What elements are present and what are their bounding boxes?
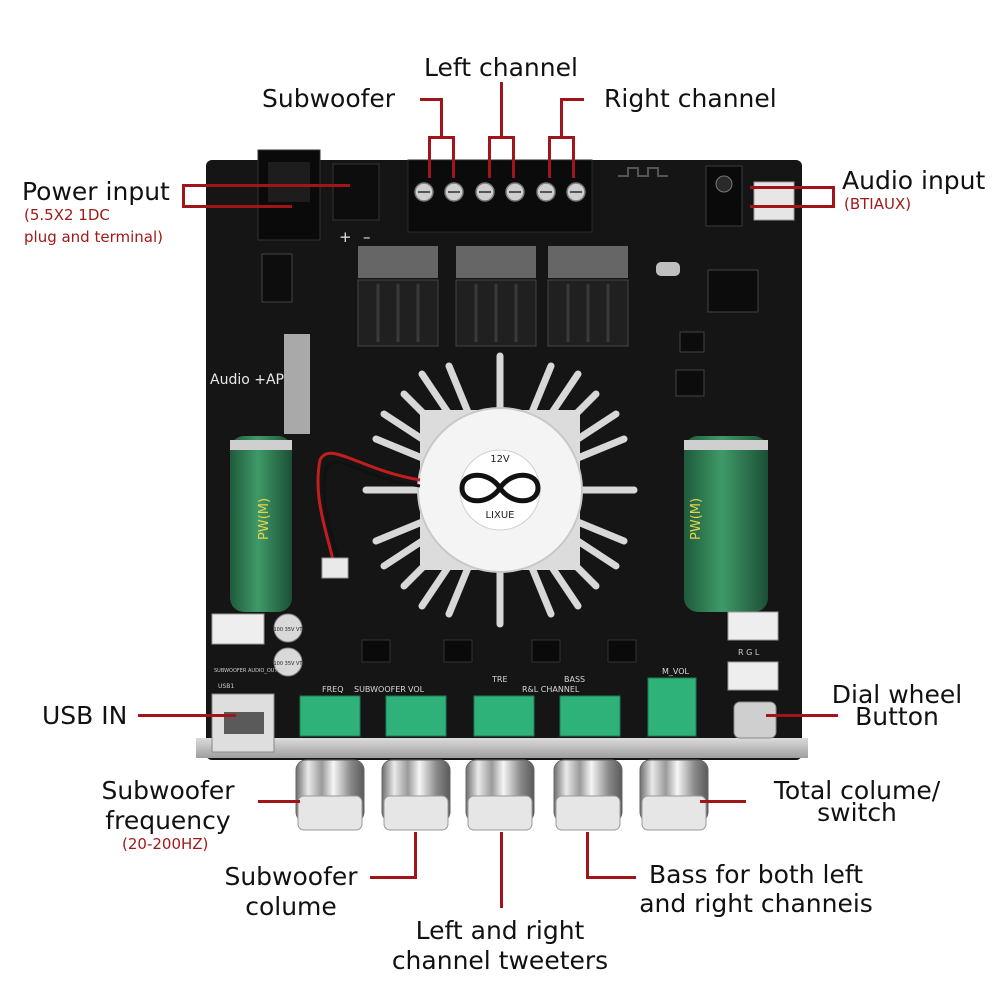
leader-left-channel	[512, 136, 515, 178]
callout-dial-wheel-1: Dial wheel	[831, 680, 963, 709]
right-connector-top	[727, 611, 779, 641]
leader-tweeters	[500, 832, 503, 908]
pot-label-vol: VOL	[408, 685, 425, 694]
leader-sub-frequency	[258, 800, 300, 803]
leader-subwoofer	[428, 136, 455, 139]
audio-input-jack	[705, 165, 743, 227]
diode	[261, 253, 293, 303]
callout-bass-2: and right channeis	[639, 889, 873, 918]
dial-wheel-button	[733, 701, 777, 739]
callout-sub-volume-2: colume	[245, 892, 337, 921]
pot-label-bass: BASS	[564, 675, 585, 684]
callout-left-channel: Left channel	[424, 53, 578, 82]
potentiometer-bodies	[299, 677, 697, 737]
leader-subwoofer	[428, 136, 431, 178]
cap-left-mark: PW(M)	[257, 498, 272, 540]
callout-subwoofer: Subwoofer	[262, 84, 396, 113]
audio-ap-mark: Audio +AP	[210, 372, 284, 388]
knob-subwoofer-volume	[381, 759, 451, 831]
callout-dial-wheel-2: Button	[855, 702, 939, 731]
leader-usb-in	[138, 714, 236, 717]
callout-sub-frequency-2: frequency	[105, 806, 231, 835]
minus-mark: –	[363, 228, 371, 246]
bluetooth-chip	[707, 269, 759, 313]
leader-subwoofer	[420, 98, 442, 101]
foil-strip	[284, 334, 310, 434]
callout-sub-volume-1: Subwoofer	[224, 862, 358, 891]
leader-power-input	[182, 205, 292, 208]
callout-total-volume-1: Total colume/	[773, 776, 941, 805]
usb-mark: USB1	[218, 683, 234, 690]
callout-usb-in: USB IN	[42, 701, 128, 730]
leader-right-channel	[560, 98, 563, 138]
callout-bass-1: Bass for both left	[648, 860, 864, 889]
leader-total-volume	[700, 800, 746, 803]
leader-audio-input	[750, 205, 834, 208]
knob-subwoofer-frequency	[295, 759, 365, 831]
leader-right-channel	[548, 136, 575, 139]
leader-left-channel	[488, 136, 491, 178]
front-metal-plate	[196, 738, 808, 758]
leader-bass	[586, 832, 589, 879]
small-capacitor-1	[273, 613, 303, 643]
power-terminal	[332, 163, 380, 221]
fan-voltage-mark: 12V	[490, 454, 510, 465]
pot-label-rl: R&L CHANNEL	[522, 685, 580, 694]
callout-power-input-note-1: (5.5X2 1DC	[24, 206, 110, 224]
small-capacitor-2	[273, 647, 303, 677]
pot-label-freq: FREQ	[322, 685, 344, 694]
leader-sub-volume	[370, 876, 416, 879]
pot-label-tre: TRE	[491, 675, 508, 684]
pot-label-mvol: M_VOL	[662, 667, 690, 676]
callout-power-input-note-2: plug and terminal)	[24, 228, 163, 246]
leader-left-channel	[488, 136, 515, 139]
leader-dial-wheel	[766, 714, 838, 717]
subwoofer-output-connector	[211, 613, 265, 645]
callout-audio-input: Audio input	[842, 166, 986, 195]
sub-out-mark: SUBWOOFER AUDIO_OUTPUT	[214, 668, 288, 674]
callout-sub-frequency-note: (20-200HZ)	[122, 835, 209, 853]
leader-right-channel	[572, 136, 575, 178]
speaker-terminal-block	[407, 159, 593, 233]
left-main-capacitor: PW(M)	[230, 436, 292, 612]
leader-subwoofer	[452, 136, 455, 178]
infinity-logo-icon	[459, 472, 541, 504]
knob-tweeters	[465, 759, 535, 831]
right-connector-bottom	[727, 661, 779, 691]
callout-tweeters-2: channel tweeters	[391, 946, 609, 975]
callout-total-volume-2: switch	[817, 798, 897, 827]
leader-audio-input	[750, 186, 834, 189]
control-knobs	[295, 759, 709, 831]
leader-audio-input	[832, 186, 835, 208]
callout-audio-input-note: (BTIAUX)	[844, 195, 912, 213]
leader-bass	[586, 876, 636, 879]
right-main-capacitor: PW(M)	[684, 436, 768, 612]
callout-right-channel: Right channel	[604, 84, 777, 113]
rgl-mark: R G L	[738, 648, 760, 657]
leader-power-input	[182, 184, 185, 208]
leader-right-channel	[548, 136, 551, 178]
leader-right-channel	[560, 98, 584, 101]
callout-tweeters-1: Left and right	[415, 916, 585, 945]
small-cap-2-mark: 100 35V VT	[274, 661, 304, 667]
knob-bass	[553, 759, 623, 831]
leader-subwoofer	[440, 98, 443, 138]
small-cap-1-mark: 100 35V VT	[274, 627, 304, 633]
leader-left-channel	[500, 82, 503, 138]
pot-label-subwoofer: SUBWOOFER	[354, 685, 406, 694]
cap-right-mark: PW(M)	[689, 498, 704, 540]
output-inductors	[357, 246, 629, 347]
callout-power-input: Power input	[22, 177, 170, 206]
plus-mark: +	[339, 228, 352, 246]
fan-brand-mark: LIXUE	[485, 510, 514, 521]
leader-power-input	[182, 184, 350, 187]
leader-sub-volume	[414, 832, 417, 879]
callout-sub-frequency-1: Subwoofer	[101, 776, 235, 805]
knob-total-volume	[639, 759, 709, 831]
